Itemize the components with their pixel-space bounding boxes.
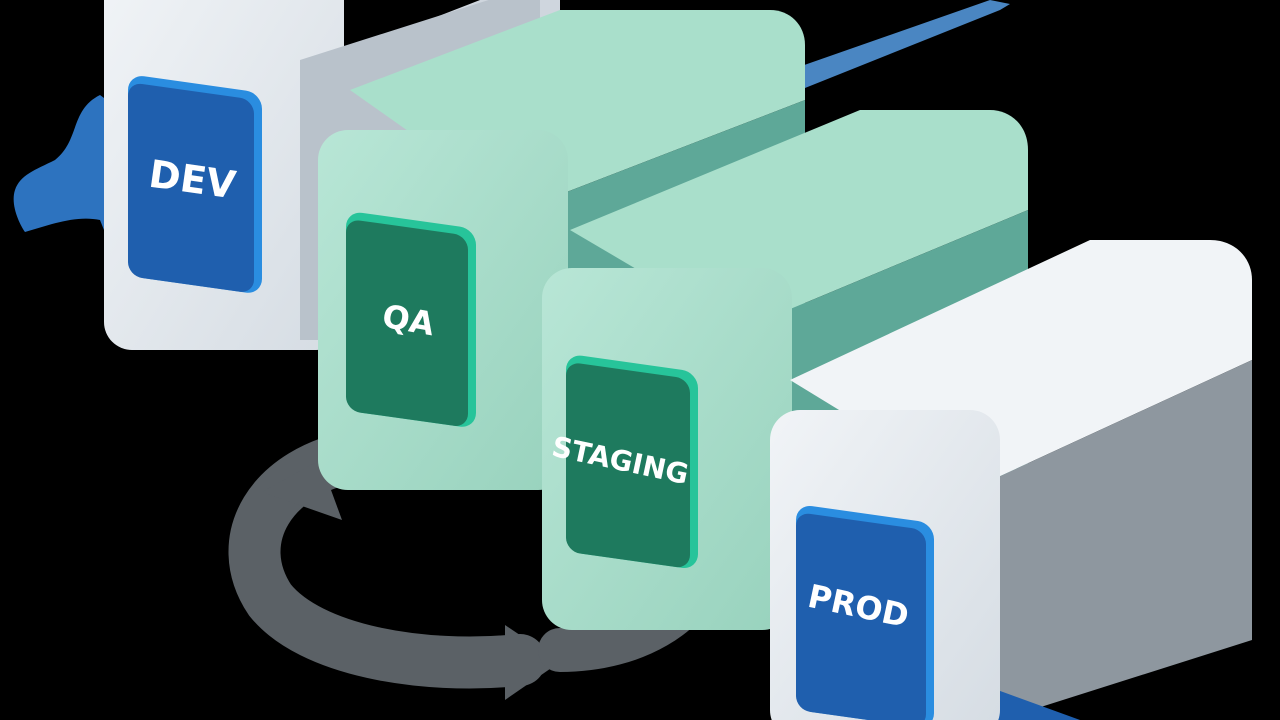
flow-arrow-icon: [790, 0, 1010, 90]
stage-block-prod: PROD: [770, 240, 1252, 720]
flow-splash-icon: [13, 95, 121, 240]
stage-label-qa: QA: [379, 297, 437, 343]
